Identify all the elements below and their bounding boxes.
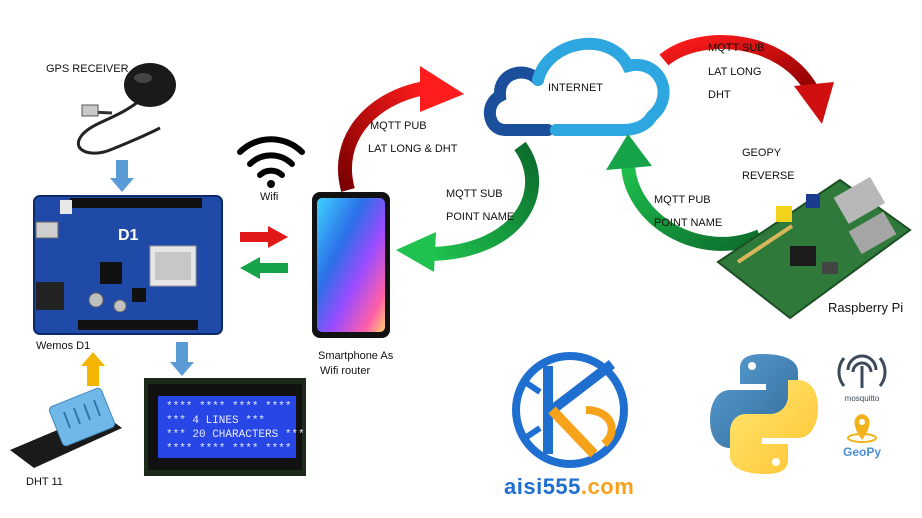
aisi555-brand: aisi555.com [504, 474, 634, 500]
sub-latlong-line1: LAT LONG [708, 66, 762, 78]
phone-to-d1-arrow [240, 257, 288, 279]
d1-to-lcd-arrow [170, 342, 194, 376]
d1-to-phone-arrow [240, 226, 288, 248]
internet-to-phone-arrow [396, 141, 540, 272]
lcd-line-4: **** **** **** **** [166, 443, 291, 455]
internet-cloud-icon [484, 37, 670, 136]
lcd-line-2: *** 4 LINES *** [166, 415, 265, 427]
raspberry-to-internet-arrow [606, 134, 763, 251]
lcd-line-1: **** **** **** **** [166, 401, 291, 413]
geopy-wordmark: GeoPy [843, 445, 881, 459]
pub-latlong-body: LAT LONG & DHT [368, 143, 458, 155]
geopy-label-line2: REVERSE [742, 170, 795, 182]
smartphone-label-line2: Wifi router [320, 365, 371, 377]
geopy-label-line1: GEOPY [742, 147, 782, 159]
sub-latlong-title: MQTT SUB [708, 42, 765, 54]
board-name: D1 [118, 227, 139, 244]
gps-to-d1-arrow [110, 160, 134, 192]
internet-to-raspberry-arrow [659, 35, 834, 124]
pub-point-body: POINT NAME [654, 217, 723, 229]
sub-latlong-line2: DHT [708, 89, 731, 101]
lcd-2004-display: **** **** **** **** *** 4 LINES *** *** … [144, 378, 306, 476]
dht11-sensor-illustration [10, 387, 122, 468]
wemos-d1-label: Wemos D1 [36, 340, 91, 352]
lcd-line-3: *** 20 CHARACTERS *** [166, 429, 305, 441]
sub-point-body: POINT NAME [446, 211, 515, 223]
gps-receiver-label: GPS RECEIVER [46, 63, 129, 75]
wemos-d1-board: D1 [33, 195, 223, 335]
mosquitto-logo: mosquitto [837, 354, 887, 403]
mosquitto-wordmark: mosquitto [845, 394, 880, 403]
raspberry-pi-board [716, 176, 912, 320]
smartphone-illustration [312, 192, 390, 338]
brand-name: aisi555 [504, 474, 581, 499]
smartphone-label-line1: Smartphone As [318, 350, 394, 362]
pub-point-title: MQTT PUB [654, 194, 711, 206]
aisi555-logo-mark [512, 352, 628, 468]
dht-to-d1-arrow [81, 352, 105, 386]
geopy-logo: GeoPy [843, 414, 881, 459]
dht11-label: DHT 11 [26, 476, 63, 488]
sub-point-title: MQTT SUB [446, 188, 503, 200]
raspberry-pi-label: Raspberry Pi [828, 300, 904, 315]
internet-label: INTERNET [548, 82, 603, 94]
brand-domain: .com [580, 474, 635, 499]
wifi-icon [237, 136, 305, 188]
python-logo [710, 354, 818, 474]
wifi-label: Wifi [260, 191, 279, 203]
pub-latlong-title: MQTT PUB [370, 120, 427, 132]
phone-to-internet-arrow [337, 66, 464, 192]
gps-receiver-illustration [77, 63, 176, 155]
